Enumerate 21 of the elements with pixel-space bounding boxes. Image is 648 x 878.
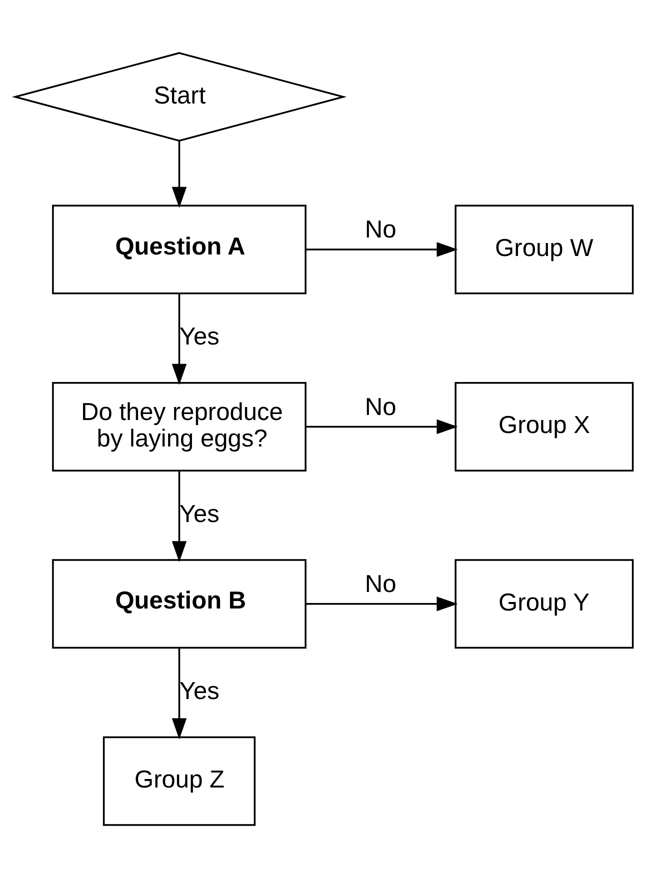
node-box: Group Y bbox=[454, 559, 634, 649]
edge-label: Yes bbox=[179, 500, 220, 528]
node-box: Group X bbox=[454, 382, 634, 472]
edge-label: Yes bbox=[179, 324, 220, 351]
arrow bbox=[306, 242, 458, 257]
edge-label: Yes bbox=[179, 678, 220, 706]
arrow bbox=[172, 470, 187, 562]
node-box: Question B bbox=[52, 559, 306, 649]
node-box: Do they reproduce by laying eggs? bbox=[52, 382, 306, 472]
edge-label: No bbox=[364, 394, 396, 421]
node-diamond: Start bbox=[12, 52, 347, 142]
node-box: Group Z bbox=[102, 736, 256, 826]
node-box: Question A bbox=[52, 204, 306, 294]
edge-label: No bbox=[364, 216, 396, 244]
arrow bbox=[172, 648, 187, 740]
arrow bbox=[172, 294, 187, 385]
edge-label: No bbox=[364, 570, 396, 598]
arrow bbox=[306, 596, 458, 612]
arrow bbox=[172, 140, 187, 208]
node-box: Group W bbox=[454, 204, 634, 294]
arrow bbox=[306, 419, 458, 434]
